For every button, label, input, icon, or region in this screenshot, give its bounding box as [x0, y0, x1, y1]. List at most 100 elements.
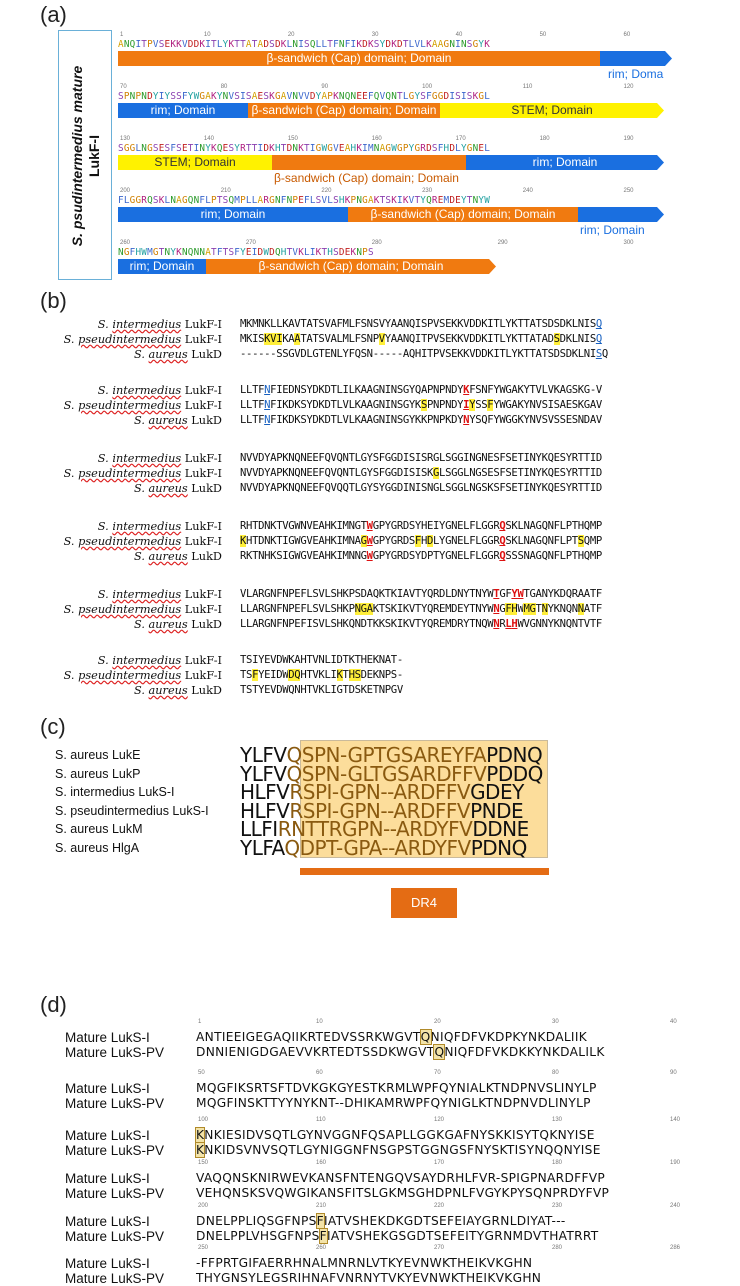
alignment-sequence: -FFPRTGIFAERRHNALMNRNLVTKYEVNWKTHEIKVKGH… — [196, 1256, 533, 1270]
panel-a-side-title: S. psudintermedius mature LukF-I — [69, 66, 103, 246]
species-name: S. aureus LukD — [134, 348, 222, 361]
ruler-tick-label: 20 — [434, 1019, 441, 1025]
side-title-line1: S. psudintermedius mature — [69, 65, 85, 247]
ruler-tick-label: 280 — [552, 1245, 563, 1251]
ruler-tick-label: 250 — [198, 1245, 209, 1251]
species-name: S. aureus LukD — [134, 482, 222, 495]
alignment-sequence: DNELPPLVHSGFNPSFIATVSHEKGSGDTSEFEITYGRNM… — [196, 1228, 599, 1244]
alignment-sequence: DNELPPLIQSGFNPSFIATVSHEKDKGDTSEFEIAYGRNL… — [196, 1213, 566, 1229]
ruler-tick-label: 70 — [120, 84, 127, 90]
alignment-sequence: TSFYEIDWDQHTVKLIKTHSDEKNPS- — [240, 669, 403, 681]
ruler-tick-label: 10 — [203, 32, 211, 38]
dr4-sequence: YLFAQDPT-GPA--ARDYFVPDNQ — [240, 835, 527, 860]
ruler-tick-label: 170 — [455, 136, 466, 142]
stem-domain-bar: STEM; Domain — [440, 103, 664, 118]
ruler-tick-label: 130 — [120, 136, 131, 142]
protein-name: Mature LukS-I — [65, 1214, 150, 1229]
protein-name: S. aureus LukE — [55, 748, 141, 762]
sequence-text: ANQITPVSEKKVDDKITLYKTTATADSDKLNISQLLTFNF… — [118, 39, 490, 50]
alignment-sequence: NVVDYAPKNQNEEFQVQNTLGYSFGGDISISRGLSGGING… — [240, 452, 602, 464]
alignment-sequence: MKMNKLLKAVTATSVAFMLFSNSVYAANQISPVSEKKVDD… — [240, 318, 602, 330]
rim-domain-bar: rim; Domain — [466, 155, 664, 170]
ruler-tick-label: 240 — [670, 1203, 681, 1209]
panel-a-side-title-box: S. psudintermedius mature LukF-I — [58, 30, 112, 280]
alignment-sequence: KNKIESIDVSQTLGYNVGGNFQSAPLLGGKGAFNYSKKIS… — [194, 1127, 595, 1143]
sequence-text: SPNPNDYIYSSFYWGAKYNVSISAESKGAVNVVDYAPKNQ… — [118, 91, 490, 102]
species-name: S. pseudintermedius LukF-I — [63, 535, 222, 548]
alignment-sequence: THYGNSYLEGSRIHNAFVNRNYTVKYEVNWKTHEIKVKGH… — [196, 1271, 542, 1285]
rim-domain-bar: rim; Domain — [118, 103, 248, 118]
species-name: S. pseudintermedius LukF-I — [63, 467, 222, 480]
ruler-tick-label: 220 — [434, 1203, 445, 1209]
sequence-text: NGFHWMGTNYKNQNNATFTSFYEIDWDQHTVKLIKTHSDE… — [118, 247, 374, 258]
ruler-tick-label: 140 — [670, 1117, 681, 1123]
sequence-text: FLGGRQSKLNAGQNFLPTSQMPLLARGNFNPEFLSVLSHK… — [118, 195, 490, 206]
cap-domain-bar — [272, 155, 466, 170]
protein-name: Mature LukS-I — [65, 1128, 150, 1143]
species-name: S. pseudintermedius LukF-I — [63, 669, 222, 682]
ruler-tick-label: 180 — [539, 136, 550, 142]
ruler-tick-label: 230 — [552, 1203, 563, 1209]
ruler-tick-label: 286 — [670, 1245, 681, 1251]
alignment-sequence: KNKIDSVNVSQTLGYNIGGNFNSGPSTGGNGSFNYSKTIS… — [194, 1142, 601, 1158]
ruler-tick-label: 90 — [670, 1070, 677, 1076]
protein-name: S. pseudintermedius LukS-I — [55, 803, 209, 818]
protein-name: Mature LukS-PV — [65, 1229, 165, 1244]
ruler-tick-label: 1 — [198, 1019, 202, 1025]
alignment-sequence: ------SSGVDLGTENLYFQSN-----AQHITPVSEKKVD… — [240, 348, 608, 360]
ruler-tick-label: 240 — [522, 188, 533, 194]
alignment-sequence: RKTNHKSIGWGVEAHKIMNNGWGPYGRDSYDPTYGNELFL… — [240, 550, 602, 562]
ruler-tick-label: 220 — [321, 188, 332, 194]
ruler-tick-label: 60 — [623, 32, 631, 38]
dr4-sequence: YLFVQSPN-GPTGSAREYFAPDNQ — [240, 743, 543, 767]
protein-name: Mature LukS-I — [65, 1256, 150, 1271]
ruler-tick-label: 120 — [623, 84, 634, 90]
alignment-sequence: LLTFNFIEDNSYDKDTLILKAAGNINSGYQAPNPNDYKFS… — [240, 384, 602, 396]
panel-d-label: (d) — [40, 992, 67, 1017]
protein-name: Mature LukS-PV — [65, 1045, 165, 1060]
alignment-sequence: KHTDNKTIGWGVEAHKIMNAGWGPYGRDSFHDLYGNELFL… — [240, 535, 602, 547]
ruler-tick-label: 100 — [198, 1117, 209, 1123]
ruler-tick-label: 80 — [220, 84, 228, 90]
rim-domain-bar: rim; Domain — [118, 259, 206, 274]
alignment-sequence: TSTYEVDWQNHTVKLIGTDSKETNPGV — [240, 684, 403, 696]
alignment-sequence: DNNIENIGDGAEVVKRTEDTSSDKWGVTQNIQFDFVKDKK… — [196, 1044, 605, 1060]
ruler-tick-label: 160 — [316, 1160, 327, 1166]
protein-name: S. aureus HlgA — [55, 840, 140, 855]
alignment-sequence: ANTIEEIGEGAQIIKRTEDVSSRKWGVTQNIQFDFVKDPK… — [196, 1029, 588, 1045]
species-name: S. pseudintermedius LukF-I — [63, 333, 222, 346]
ruler-tick-label: 190 — [670, 1160, 681, 1166]
dr4-label: DR4 — [391, 888, 457, 918]
ruler-tick-label: 210 — [316, 1203, 327, 1209]
ruler-tick-label: 200 — [198, 1203, 209, 1209]
ruler-tick-label: 250 — [623, 188, 634, 194]
alignment-sequence: LLTFNFIKDKSYDKDTLVLKAAGNINSGYKSPNPNDYIYS… — [240, 399, 602, 411]
ruler-tick-label: 300 — [623, 240, 634, 246]
side-title-line2: LukF-I — [86, 135, 102, 178]
alignment-sequence: MQGFINSKTTYYNYKNT--DHIKAMRWPFQYNIGLKTNDP… — [196, 1096, 591, 1110]
ruler-tick-label: 40 — [670, 1019, 677, 1025]
ruler-tick-label: 130 — [552, 1117, 563, 1123]
ruler-tick-label: 230 — [422, 188, 433, 194]
ruler-tick-label: 1 — [120, 32, 124, 38]
dr4-sequence: HLFVRSPI-GPN--ARDFFVGDEY — [240, 780, 524, 804]
ruler-tick-label: 50 — [198, 1070, 205, 1076]
ruler-tick-label: 270 — [245, 240, 256, 246]
protein-name: Mature LukS-I — [65, 1030, 150, 1045]
ruler-tick-label: 280 — [371, 240, 382, 246]
ruler-tick-label: 110 — [316, 1117, 326, 1123]
protein-name: S. intermedius LukS-I — [55, 785, 175, 799]
alignment-sequence: TSIYEVDWKAHTVNLIDTKTHEKNAT- — [240, 654, 403, 666]
protein-name: S. aureus LukM — [55, 822, 143, 836]
alignment-sequence: LLTFNFIKDKSYDKDTLVLKAAGNINSGYKKPNPKDYNYS… — [240, 414, 602, 426]
species-name: S. aureus LukD — [134, 550, 222, 563]
cap-domain-bar: β-sandwich (Cap) domain; Domain — [348, 207, 578, 222]
rim-domain-bar: rim; Domain — [118, 207, 348, 222]
protein-name: Mature LukS-I — [65, 1171, 150, 1186]
ruler-tick-label: 260 — [120, 240, 131, 246]
protein-name: Mature LukS-PV — [65, 1271, 165, 1286]
dr4-highlight-box — [300, 740, 548, 858]
ruler-tick-label: 100 — [422, 84, 433, 90]
species-name: S. intermedius LukF-I — [97, 588, 222, 601]
protein-name: Mature LukS-PV — [65, 1143, 165, 1158]
